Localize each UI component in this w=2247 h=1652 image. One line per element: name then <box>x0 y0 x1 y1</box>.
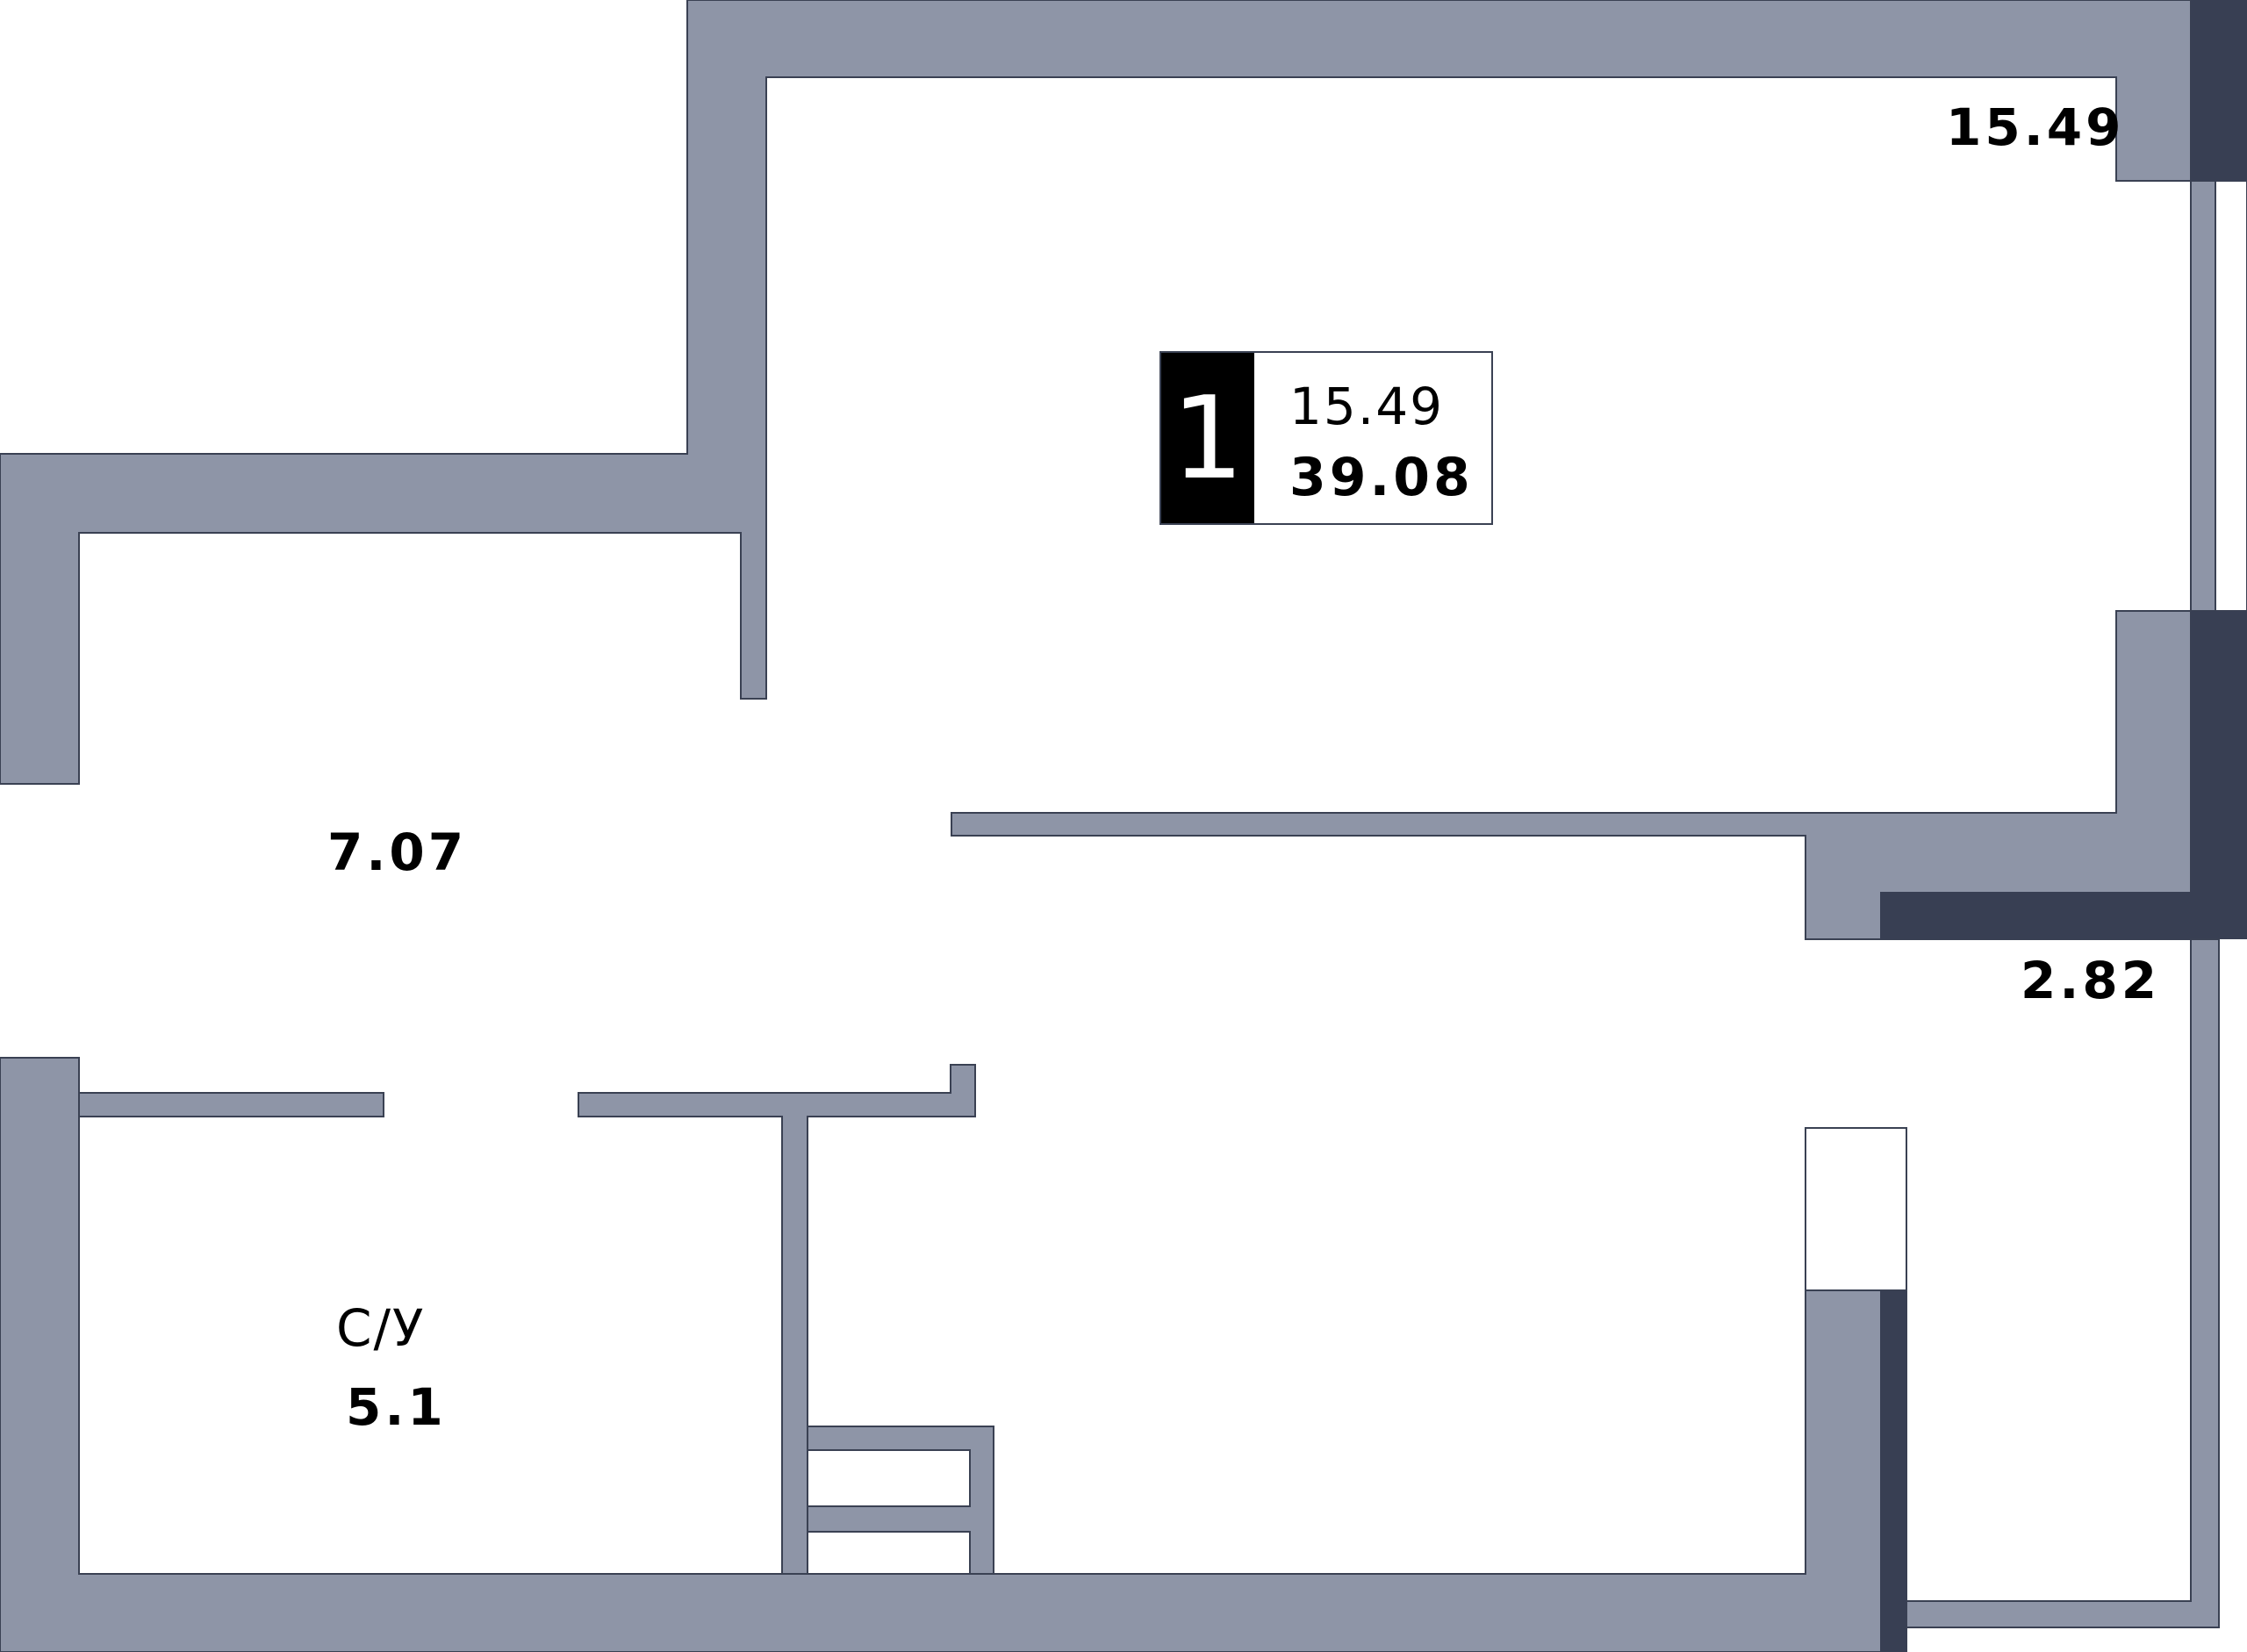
room-count: 1 <box>1171 371 1245 505</box>
window-pane <box>2215 180 2247 612</box>
living-room-area: 15.49 <box>1946 97 2125 157</box>
balcony-area: 2.82 <box>2021 951 2161 1010</box>
hallway-area: 7.07 <box>327 822 468 882</box>
room-count-box <box>1161 353 1254 523</box>
balcony-rail-right <box>1906 938 2220 1628</box>
badge-total-area: 39.08 <box>1289 447 1474 508</box>
shaft-cell-bottom <box>807 1531 971 1575</box>
wall-bathroom-top-left <box>78 1092 384 1117</box>
window-dark-top <box>2191 0 2247 181</box>
bathroom-area: 5.1 <box>346 1377 447 1437</box>
balcony-rail-top <box>1880 892 2247 939</box>
bathroom-name: С/У <box>336 1298 426 1358</box>
shaft-cell-top <box>807 1449 971 1507</box>
badge-living-area: 15.49 <box>1289 377 1445 436</box>
balcony-door-jamb <box>1880 1290 1906 1652</box>
balcony-door <box>1805 1127 1907 1291</box>
wall-right-lower <box>951 610 2192 940</box>
apartment-badge: 1 15.49 39.08 <box>1159 351 1493 525</box>
wall-top <box>0 0 2192 785</box>
window-dark-bottom <box>2191 611 2247 939</box>
wall-bathroom-top-right <box>578 1064 976 1575</box>
